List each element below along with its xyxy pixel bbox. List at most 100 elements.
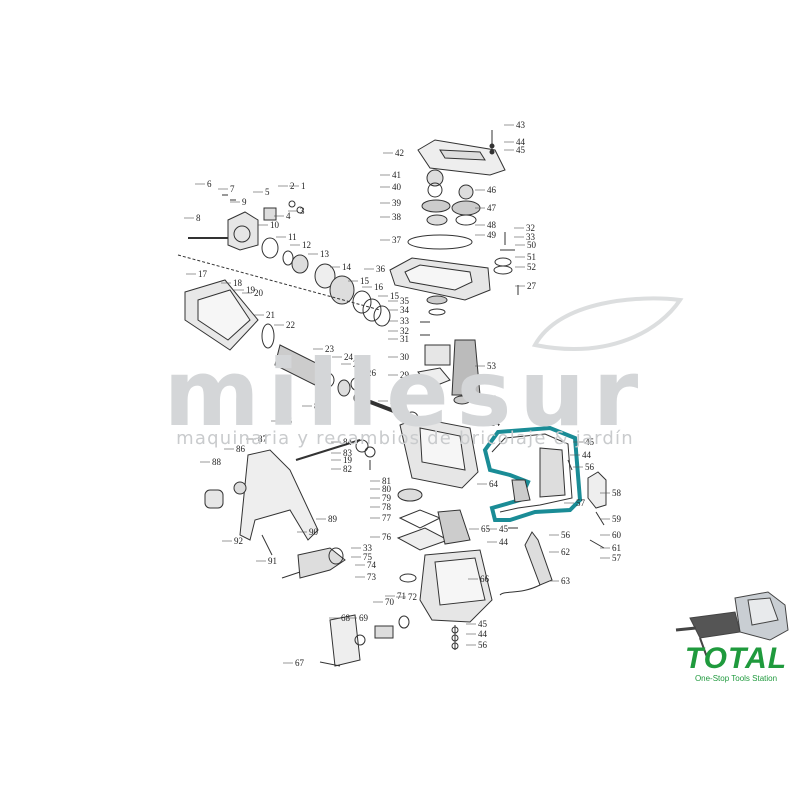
callout-label-90: 90 (309, 527, 319, 537)
callout-label-45: 45 (499, 524, 509, 534)
highlighted-handle-outline (482, 425, 583, 522)
watermark-brand: millesur (163, 340, 647, 447)
top-cover-group (389, 130, 519, 405)
callout-label-67: 67 (295, 658, 305, 668)
callout-label-84: 84 (343, 437, 353, 447)
callout-label-44: 44 (478, 629, 488, 639)
callout-label-57: 57 (576, 498, 586, 508)
callout-label-40: 40 (392, 182, 402, 192)
callout-label-20: 20 (254, 288, 264, 298)
callout-label-44: 44 (499, 537, 509, 547)
callout-label-6: 6 (207, 179, 212, 189)
watermark-leaf (531, 296, 684, 351)
callout-label-10: 10 (270, 220, 280, 230)
callout-label-7: 7 (230, 184, 235, 194)
callout-label-19: 19 (343, 455, 353, 465)
callout-label-33: 33 (363, 543, 373, 553)
callout-label-76: 76 (382, 532, 392, 542)
callout-label-23: 23 (325, 344, 335, 354)
callout-label-14: 14 (342, 262, 352, 272)
callout-label-19: 19 (246, 285, 256, 295)
callout-label-77: 77 (382, 513, 392, 523)
product-image (675, 591, 789, 661)
callout-label-49: 49 (487, 230, 497, 240)
callout-label-58: 58 (612, 488, 622, 498)
callout-label-81: 81 (382, 476, 391, 486)
side-handle (239, 449, 319, 541)
callout-label-12: 12 (302, 240, 311, 250)
watermark-tagline: maquinaria y recambios de bricolaje & ja… (176, 428, 634, 449)
callout-label-73: 73 (367, 572, 377, 582)
callout-label-39: 39 (392, 198, 402, 208)
callout-label-46: 46 (487, 394, 497, 404)
callout-label-75: 75 (363, 552, 373, 562)
total-wordmark: TOTAL (684, 642, 788, 675)
callout-label-32: 32 (526, 223, 535, 233)
callout-label-71: 71 (397, 591, 406, 601)
callout-label-52: 52 (527, 262, 536, 272)
callout-label-3: 3 (300, 206, 305, 216)
callout-label-27: 27 (527, 281, 537, 291)
callout-label-24: 24 (344, 352, 354, 362)
callout-label-86: 86 (283, 416, 293, 426)
callout-label-32: 32 (400, 326, 409, 336)
total-logo: TOTAL One-Stop Tools Station (680, 644, 792, 684)
callout-label-11: 11 (288, 232, 297, 242)
callout-label-38: 38 (392, 212, 402, 222)
callout-label-57: 57 (612, 553, 622, 563)
callout-label-55: 55 (550, 413, 560, 423)
rear-handle-cover (329, 614, 361, 667)
callout-label-82: 82 (343, 464, 352, 474)
callout-label-45: 45 (585, 437, 595, 447)
callout-label-5: 5 (265, 187, 270, 197)
callout-label-34: 34 (400, 305, 410, 315)
piston (274, 344, 321, 386)
callout-label-33: 33 (400, 316, 410, 326)
handle-parts (491, 433, 607, 596)
callout-label-65: 65 (481, 524, 491, 534)
callout-label-56: 56 (585, 462, 595, 472)
callout-label-87: 87 (258, 434, 268, 444)
connecting-rod (359, 396, 413, 420)
callout-label-31: 31 (400, 334, 409, 344)
callout-label-72: 72 (408, 592, 417, 602)
callout-label-29: 29 (400, 370, 410, 380)
callout-label-50: 50 (527, 240, 537, 250)
callout-label-59: 59 (612, 514, 622, 524)
callout-label-15: 15 (360, 276, 370, 286)
callout-label-60: 60 (612, 530, 622, 540)
front-head-group (177, 194, 419, 425)
callout-label-54: 54 (491, 418, 501, 428)
callout-label-83: 83 (343, 448, 353, 458)
callout-label-18: 18 (233, 278, 243, 288)
callout-label-85: 85 (314, 401, 324, 411)
callout-label-62: 62 (561, 547, 570, 557)
grip-part (437, 509, 471, 545)
callout-label-92: 92 (234, 536, 243, 546)
callout-label-35: 35 (400, 296, 410, 306)
callout-label-36: 36 (376, 264, 386, 274)
total-tagline: One-Stop Tools Station (694, 674, 778, 683)
callout-label-43: 43 (516, 120, 526, 130)
callout-label-68: 68 (341, 613, 351, 623)
callout-label-25: 25 (353, 359, 363, 369)
callout-label-45: 45 (516, 145, 526, 155)
callout-label-91: 91 (268, 556, 277, 566)
callout-label-61: 61 (612, 543, 621, 553)
armature (451, 339, 481, 396)
callout-label-41: 41 (392, 170, 401, 180)
callout-label-47: 47 (487, 203, 497, 213)
callout-label-17: 17 (198, 269, 208, 279)
callout-label-69: 69 (359, 613, 369, 623)
callout-label-66: 66 (480, 574, 490, 584)
callout-label-33: 33 (526, 232, 536, 242)
callout-label-56: 56 (561, 530, 571, 540)
callout-label-26: 26 (367, 368, 377, 378)
callout-label-44: 44 (516, 137, 526, 147)
callout-label-44: 44 (582, 450, 592, 460)
callout-label-22: 22 (286, 320, 295, 330)
callout-label-13: 13 (320, 249, 330, 259)
callout-label-51: 51 (527, 252, 536, 262)
